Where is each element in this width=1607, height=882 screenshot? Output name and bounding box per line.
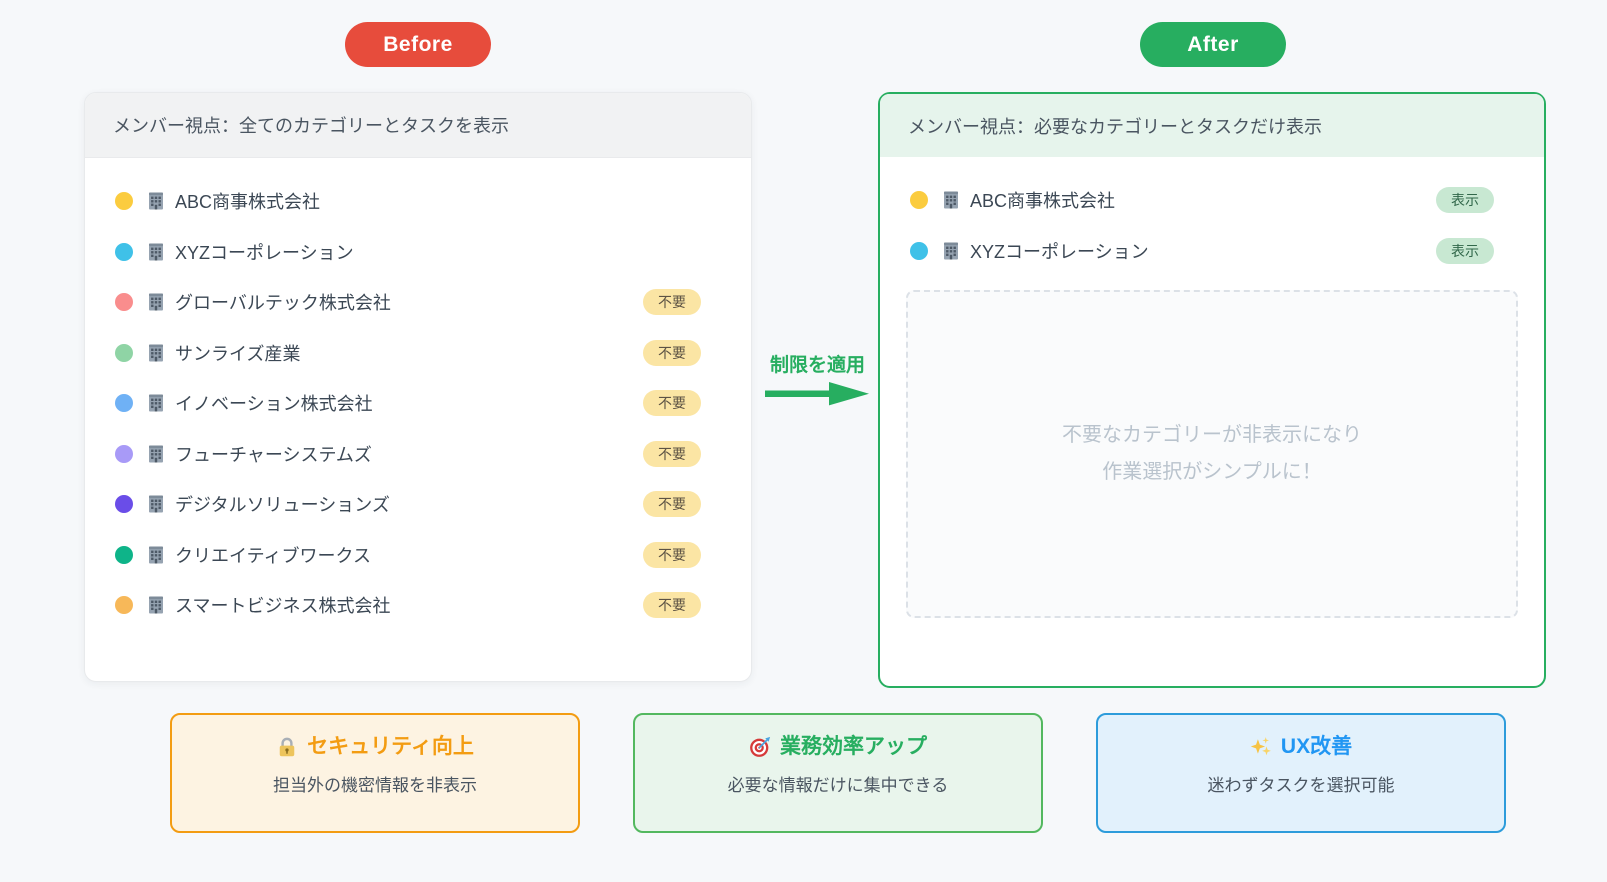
unneeded-badge: 不要: [643, 592, 701, 619]
company-name: デジタルソリューションズ: [175, 495, 390, 516]
company-row: フューチャーシステムズ 不要: [115, 429, 701, 480]
category-color-dot: [115, 596, 133, 615]
hidden-categories-placeholder: 不要なカテゴリーが非表示になり 作業選択がシンプルに！: [906, 290, 1518, 618]
before-panel: メンバー視点：全てのカテゴリーとタスクを表示 ABC商事株式会社 XYZコーポレー…: [84, 92, 752, 682]
benefit-card-efficiency-desc: 必要な情報だけに集中できる: [727, 776, 949, 795]
company-name: XYZコーポレーション: [970, 241, 1149, 262]
apply-restriction-label: 制限を適用: [769, 355, 865, 376]
building-icon: [146, 292, 166, 312]
company-row: グローバルテック株式会社 不要: [115, 277, 701, 328]
building-icon: [146, 444, 166, 464]
benefit-card-security-title-row: セキュリティ向上: [172, 732, 578, 762]
company-name: フューチャーシステムズ: [175, 444, 372, 465]
building-icon: [146, 494, 166, 514]
unneeded-badge: 不要: [643, 491, 701, 518]
company-name: クリエイティブワークス: [175, 545, 372, 566]
category-color-dot: [115, 495, 133, 514]
building-icon: [146, 595, 166, 615]
after-panel-header: メンバー視点：必要なカテゴリーとタスクだけ表示: [880, 94, 1544, 157]
company-row: XYZコーポレーション: [115, 227, 701, 278]
category-color-dot: [115, 394, 133, 413]
company-name: グローバルテック株式会社: [175, 293, 391, 314]
shown-badge: 表示: [1436, 187, 1494, 214]
benefit-card-efficiency-title-row: 業務効率アップ: [635, 732, 1041, 762]
benefit-card-security: セキュリティ向上 担当外の機密情報を非表示: [170, 713, 580, 833]
company-name: イノベーション株式会社: [175, 394, 373, 415]
unneeded-badge: 不要: [643, 440, 701, 467]
company-row: ABC商事株式会社: [115, 176, 701, 227]
unneeded-badge: 不要: [643, 541, 701, 568]
company-row: デジタルソリューションズ 不要: [115, 479, 701, 530]
category-color-dot: [115, 545, 133, 564]
target-icon: [749, 736, 771, 758]
unneeded-badge: 不要: [643, 289, 701, 316]
category-color-dot: [115, 293, 133, 312]
benefit-card-security-title: セキュリティ向上: [307, 735, 474, 758]
company-row: XYZコーポレーション 表示: [910, 226, 1494, 277]
benefit-card-ux-desc: 迷わずタスクを選択可能: [1207, 776, 1395, 795]
category-color-dot: [115, 192, 133, 211]
company-name: XYZコーポレーション: [175, 242, 354, 263]
benefit-card-ux-title-row: UX改善: [1098, 732, 1504, 762]
benefit-card-security-desc: 担当外の機密情報を非表示: [273, 776, 477, 795]
after-badge: After: [1140, 22, 1286, 67]
lock-icon: [276, 736, 298, 758]
unneeded-badge: 不要: [643, 390, 701, 417]
company-row: ABC商事株式会社 表示: [910, 175, 1494, 226]
right-arrow-icon: [763, 382, 873, 411]
before-panel-header: メンバー視点：全てのカテゴリーとタスクを表示: [85, 93, 751, 158]
company-name: ABC商事株式会社: [175, 192, 321, 213]
placeholder-line-1: 不要なカテゴリーが非表示になり: [1062, 424, 1362, 446]
category-color-dot: [115, 444, 133, 463]
category-color-dot: [115, 242, 133, 261]
company-row: サンライズ産業 不要: [115, 328, 701, 379]
benefit-card-efficiency: 業務効率アップ 必要な情報だけに集中できる: [633, 713, 1043, 833]
placeholder-line-2: 作業選択がシンプルに！: [1102, 461, 1322, 483]
before-badge: Before: [345, 22, 491, 67]
building-icon: [146, 343, 166, 363]
building-icon: [146, 242, 166, 262]
company-row: スマートビジネス株式会社 不要: [115, 580, 701, 631]
sparkles-icon: [1250, 736, 1272, 758]
building-icon: [146, 545, 166, 565]
company-name: ABC商事株式会社: [970, 191, 1116, 212]
benefit-card-ux-title: UX改善: [1280, 735, 1353, 758]
company-row: イノベーション株式会社 不要: [115, 378, 701, 429]
building-icon: [941, 190, 961, 210]
building-icon: [941, 241, 961, 261]
company-row: クリエイティブワークス 不要: [115, 530, 701, 581]
category-color-dot: [910, 241, 928, 260]
benefit-card-ux: UX改善 迷わずタスクを選択可能: [1096, 713, 1506, 833]
category-color-dot: [115, 343, 133, 362]
apply-restriction-arrow-group: 制限を適用: [760, 350, 875, 412]
benefit-card-efficiency-title: 業務効率アップ: [780, 735, 927, 758]
building-icon: [146, 191, 166, 211]
shown-badge: 表示: [1436, 237, 1494, 264]
building-icon: [146, 393, 166, 413]
company-name: スマートビジネス株式会社: [175, 596, 391, 617]
company-name: サンライズ産業: [175, 343, 301, 364]
category-color-dot: [910, 191, 928, 210]
unneeded-badge: 不要: [643, 339, 701, 366]
